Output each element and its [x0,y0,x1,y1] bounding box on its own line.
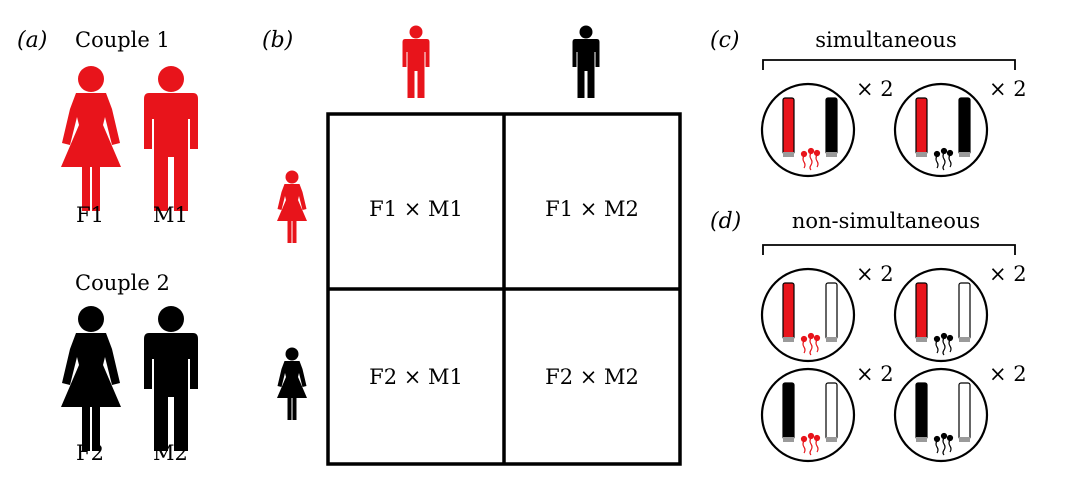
male-m2-column-icon [572,25,600,98]
multiplier-label: × 2 [989,77,1027,101]
non-simultaneous-title: non-simultaneous [792,209,980,233]
dish-4: × 2 [893,262,1027,363]
panel-b-label: (b) [262,28,293,53]
multiplier-label: × 2 [856,262,894,286]
female-f1-row-icon [277,170,307,243]
male-m1-icon [144,66,198,211]
cross-grid [326,112,682,466]
tube-right-icon [825,97,838,157]
cell-f1-m2: F1 × M2 [545,197,639,221]
cell-f2-m1: F2 × M1 [369,365,463,389]
couple2-label: Couple 2 [75,271,170,295]
male-m2-icon [144,306,198,451]
couple1-label: Couple 1 [75,28,170,52]
multiplier-label: × 2 [856,77,894,101]
simultaneous-title: simultaneous [815,28,957,52]
tube-right-icon [958,97,971,157]
female-f2-row-icon [277,347,307,420]
f1-label: F1 [76,203,104,227]
tube-left-icon [782,382,795,442]
multiplier-label: × 2 [856,362,894,386]
tube-left-icon [915,97,928,157]
female-f1-icon [61,66,121,211]
dish-6: × 2 [893,362,1027,463]
multiplier-label: × 2 [989,362,1027,386]
panel-c-label: (c) [710,28,740,53]
m1-label: M1 [153,203,188,227]
tube-right-icon [825,382,838,442]
multiplier-label: × 2 [989,262,1027,286]
tube-right-icon [958,282,971,342]
m2-label: M2 [153,441,188,465]
male-m1-column-icon [402,25,430,98]
tube-left-icon [782,282,795,342]
panel-a-label: (a) [17,28,47,53]
tube-right-icon [958,382,971,442]
cell-f2-m2: F2 × M2 [545,365,639,389]
tube-right-icon [825,282,838,342]
dish-3: × 2 [760,262,894,363]
non-simultaneous-bracket [762,244,1016,255]
dish-2: × 2 [893,77,1027,178]
f2-label: F2 [76,441,104,465]
simultaneous-bracket [762,59,1016,70]
panel-d-label: (d) [710,209,741,234]
female-f2-icon [61,306,121,451]
tube-left-icon [915,282,928,342]
tube-left-icon [782,97,795,157]
cell-f1-m1: F1 × M1 [369,197,463,221]
dish-5: × 2 [760,362,894,463]
dish-1: × 2 [760,77,894,178]
tube-left-icon [915,382,928,442]
